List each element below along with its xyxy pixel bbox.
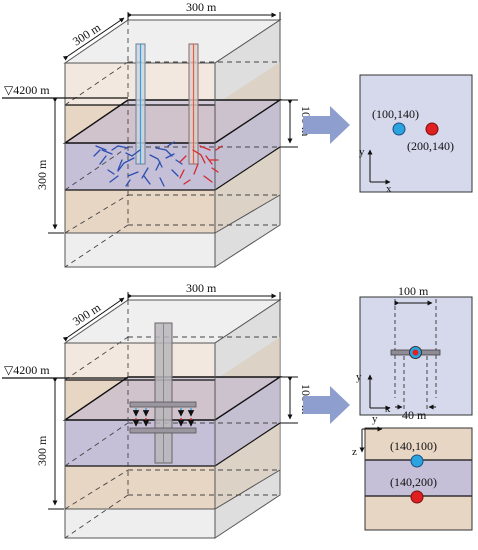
top-elevation-label: ▽4200 m [4,83,50,97]
bottom-plan-view [359,296,473,416]
section-axis-z: z [352,446,357,458]
section-point-a [410,454,424,468]
section-axis-y: y [372,413,378,425]
well-b-label: (200,140) [407,139,454,153]
upper-lateral [129,401,197,408]
right-lower-band [215,147,280,233]
well-a-label: (100,140) [372,107,419,121]
bottom-transition-arrow [303,386,350,424]
bottom-elevation-label: ▽4200 m [4,363,50,377]
layer-lower-tan [65,466,215,509]
bottom-height-label: 300 m [35,435,49,466]
top-height-label: 300 m [35,159,49,190]
top-transition-arrow [303,106,350,144]
injection-well-marker [392,122,406,136]
lower-lateral [129,427,197,434]
top-plan-axis-x: x [386,183,392,195]
fracture-network-blue [93,141,183,187]
layer-reservoir [65,420,215,466]
flow-arrows-red [132,418,195,427]
bottom-width-label: 300 m [186,281,217,295]
layer-lower-tan [65,190,215,233]
bottom-plan-axis-y: y [356,371,362,383]
layer-upper-tan [65,343,215,380]
flow-arrows-blue [132,408,195,417]
right-lower-band [215,423,280,509]
top-reservoir-block [2,12,298,268]
bottom-plan-axis-x: x [385,403,391,415]
right-reservoir-band [215,100,280,190]
section-tan-top [365,428,472,460]
plan-well-inner [412,349,419,356]
layer-base [65,509,215,538]
top-plan-frame [359,74,473,193]
section-point-a-label: (140,100) [390,439,437,453]
bottom-reservoir-block [2,292,298,539]
right-reservoir-band [215,377,280,466]
section-point-b-label: (140,200) [390,475,437,489]
bottom-plan-spacing-label: 40 m [402,408,427,422]
bottom-section-view [359,426,473,531]
fracture-network-red [179,145,223,185]
layer-base [65,233,215,267]
section-frame [364,427,473,531]
top-width-label: 300 m [186,0,217,14]
section-point-b [410,490,424,504]
top-plan-axis-y: y [359,146,365,158]
top-plan-view [359,74,473,193]
production-well-marker [425,122,439,136]
bottom-plan-span-label: 100 m [398,284,429,298]
